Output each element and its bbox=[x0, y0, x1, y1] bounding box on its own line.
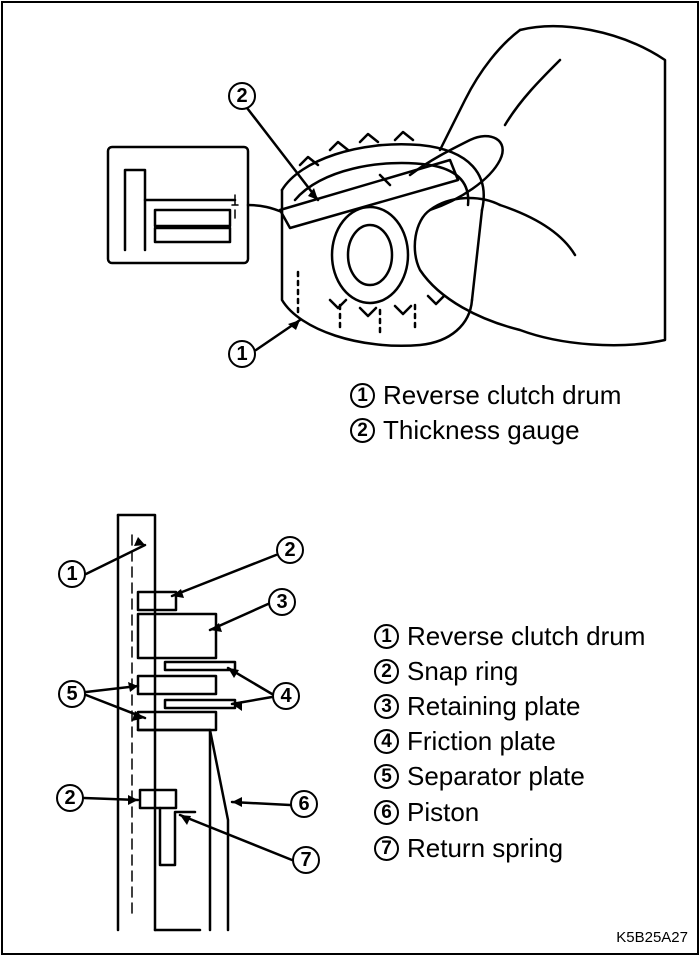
inset-detail bbox=[106, 145, 284, 265]
thickness-gauge-drawing bbox=[278, 158, 460, 230]
lower-callout-1: 1 bbox=[58, 560, 86, 588]
figure-code: K5B25A27 bbox=[616, 929, 688, 946]
lower-callout-6: 6 bbox=[290, 790, 318, 818]
lower-callout-7: 7 bbox=[292, 846, 320, 874]
lower-callout-5: 5 bbox=[58, 680, 86, 708]
lower-callout-4: 4 bbox=[272, 682, 300, 710]
lower-callout-2-top: 2 bbox=[276, 536, 304, 564]
upper-callout-1: 1 bbox=[228, 340, 256, 368]
hand-drawing bbox=[408, 25, 667, 347]
clutch-drum-drawing bbox=[280, 130, 485, 347]
upper-callout-2: 2 bbox=[228, 82, 256, 110]
lower-callout-2-bottom: 2 bbox=[56, 784, 84, 812]
cross-section-drawing bbox=[116, 513, 237, 932]
lower-callout-3: 3 bbox=[268, 588, 296, 616]
